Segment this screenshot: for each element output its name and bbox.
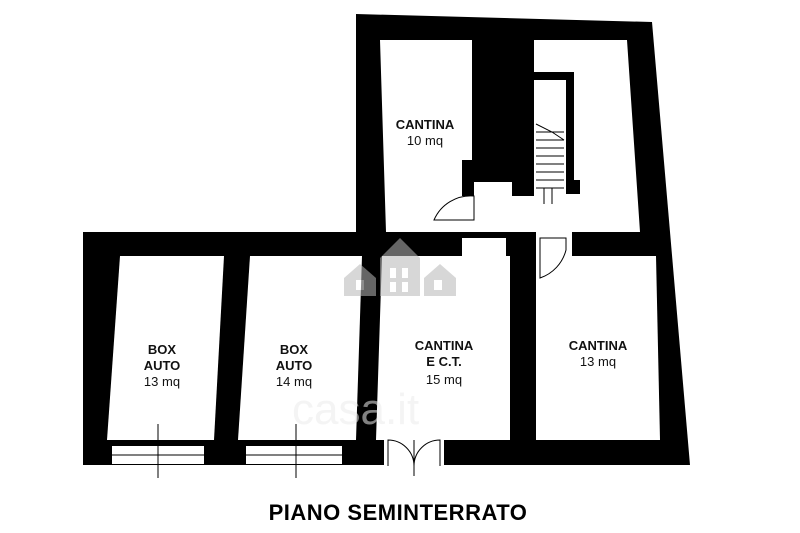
room-box-auto-1 (107, 256, 224, 440)
cantina-13-area: 13 mq (580, 354, 616, 369)
cantina-ct-area: 15 mq (426, 372, 462, 387)
box-auto-2-label-2: AUTO (276, 358, 313, 373)
door-swing-cantina-10 (433, 195, 475, 221)
box-auto-1-label-1: BOX (148, 342, 177, 357)
core-walls (472, 40, 580, 256)
door-swing-cantina-13 (539, 237, 567, 279)
cantina-ct-label-1: CANTINA (415, 338, 474, 353)
stairs (535, 123, 565, 204)
box-auto-1-label-2: AUTO (144, 358, 181, 373)
box-auto-1-area: 13 mq (144, 374, 180, 389)
watermark: casa.it (292, 238, 456, 434)
plan-title: PIANO SEMINTERRATO (269, 500, 528, 525)
cantina-13-label: CANTINA (569, 338, 628, 353)
room-cantina-13 (536, 256, 660, 440)
door-swings (433, 195, 567, 279)
house-logo-icon (344, 238, 456, 296)
cantina-ct-label-2: E C.T. (426, 354, 461, 369)
bottom-openings (112, 424, 444, 478)
box-auto-2-area: 14 mq (276, 374, 312, 389)
cantina-10-label: CANTINA (396, 117, 455, 132)
box-auto-2-label-1: BOX (280, 342, 309, 357)
watermark-text: casa.it (292, 385, 419, 434)
stair-well (534, 80, 566, 190)
room-box-auto-2 (238, 256, 362, 440)
cantina-10-area: 10 mq (407, 133, 443, 148)
room-cantina-10 (380, 40, 474, 232)
room-labels: BOX AUTO 13 mq BOX AUTO 14 mq CANTINA E … (144, 117, 628, 389)
